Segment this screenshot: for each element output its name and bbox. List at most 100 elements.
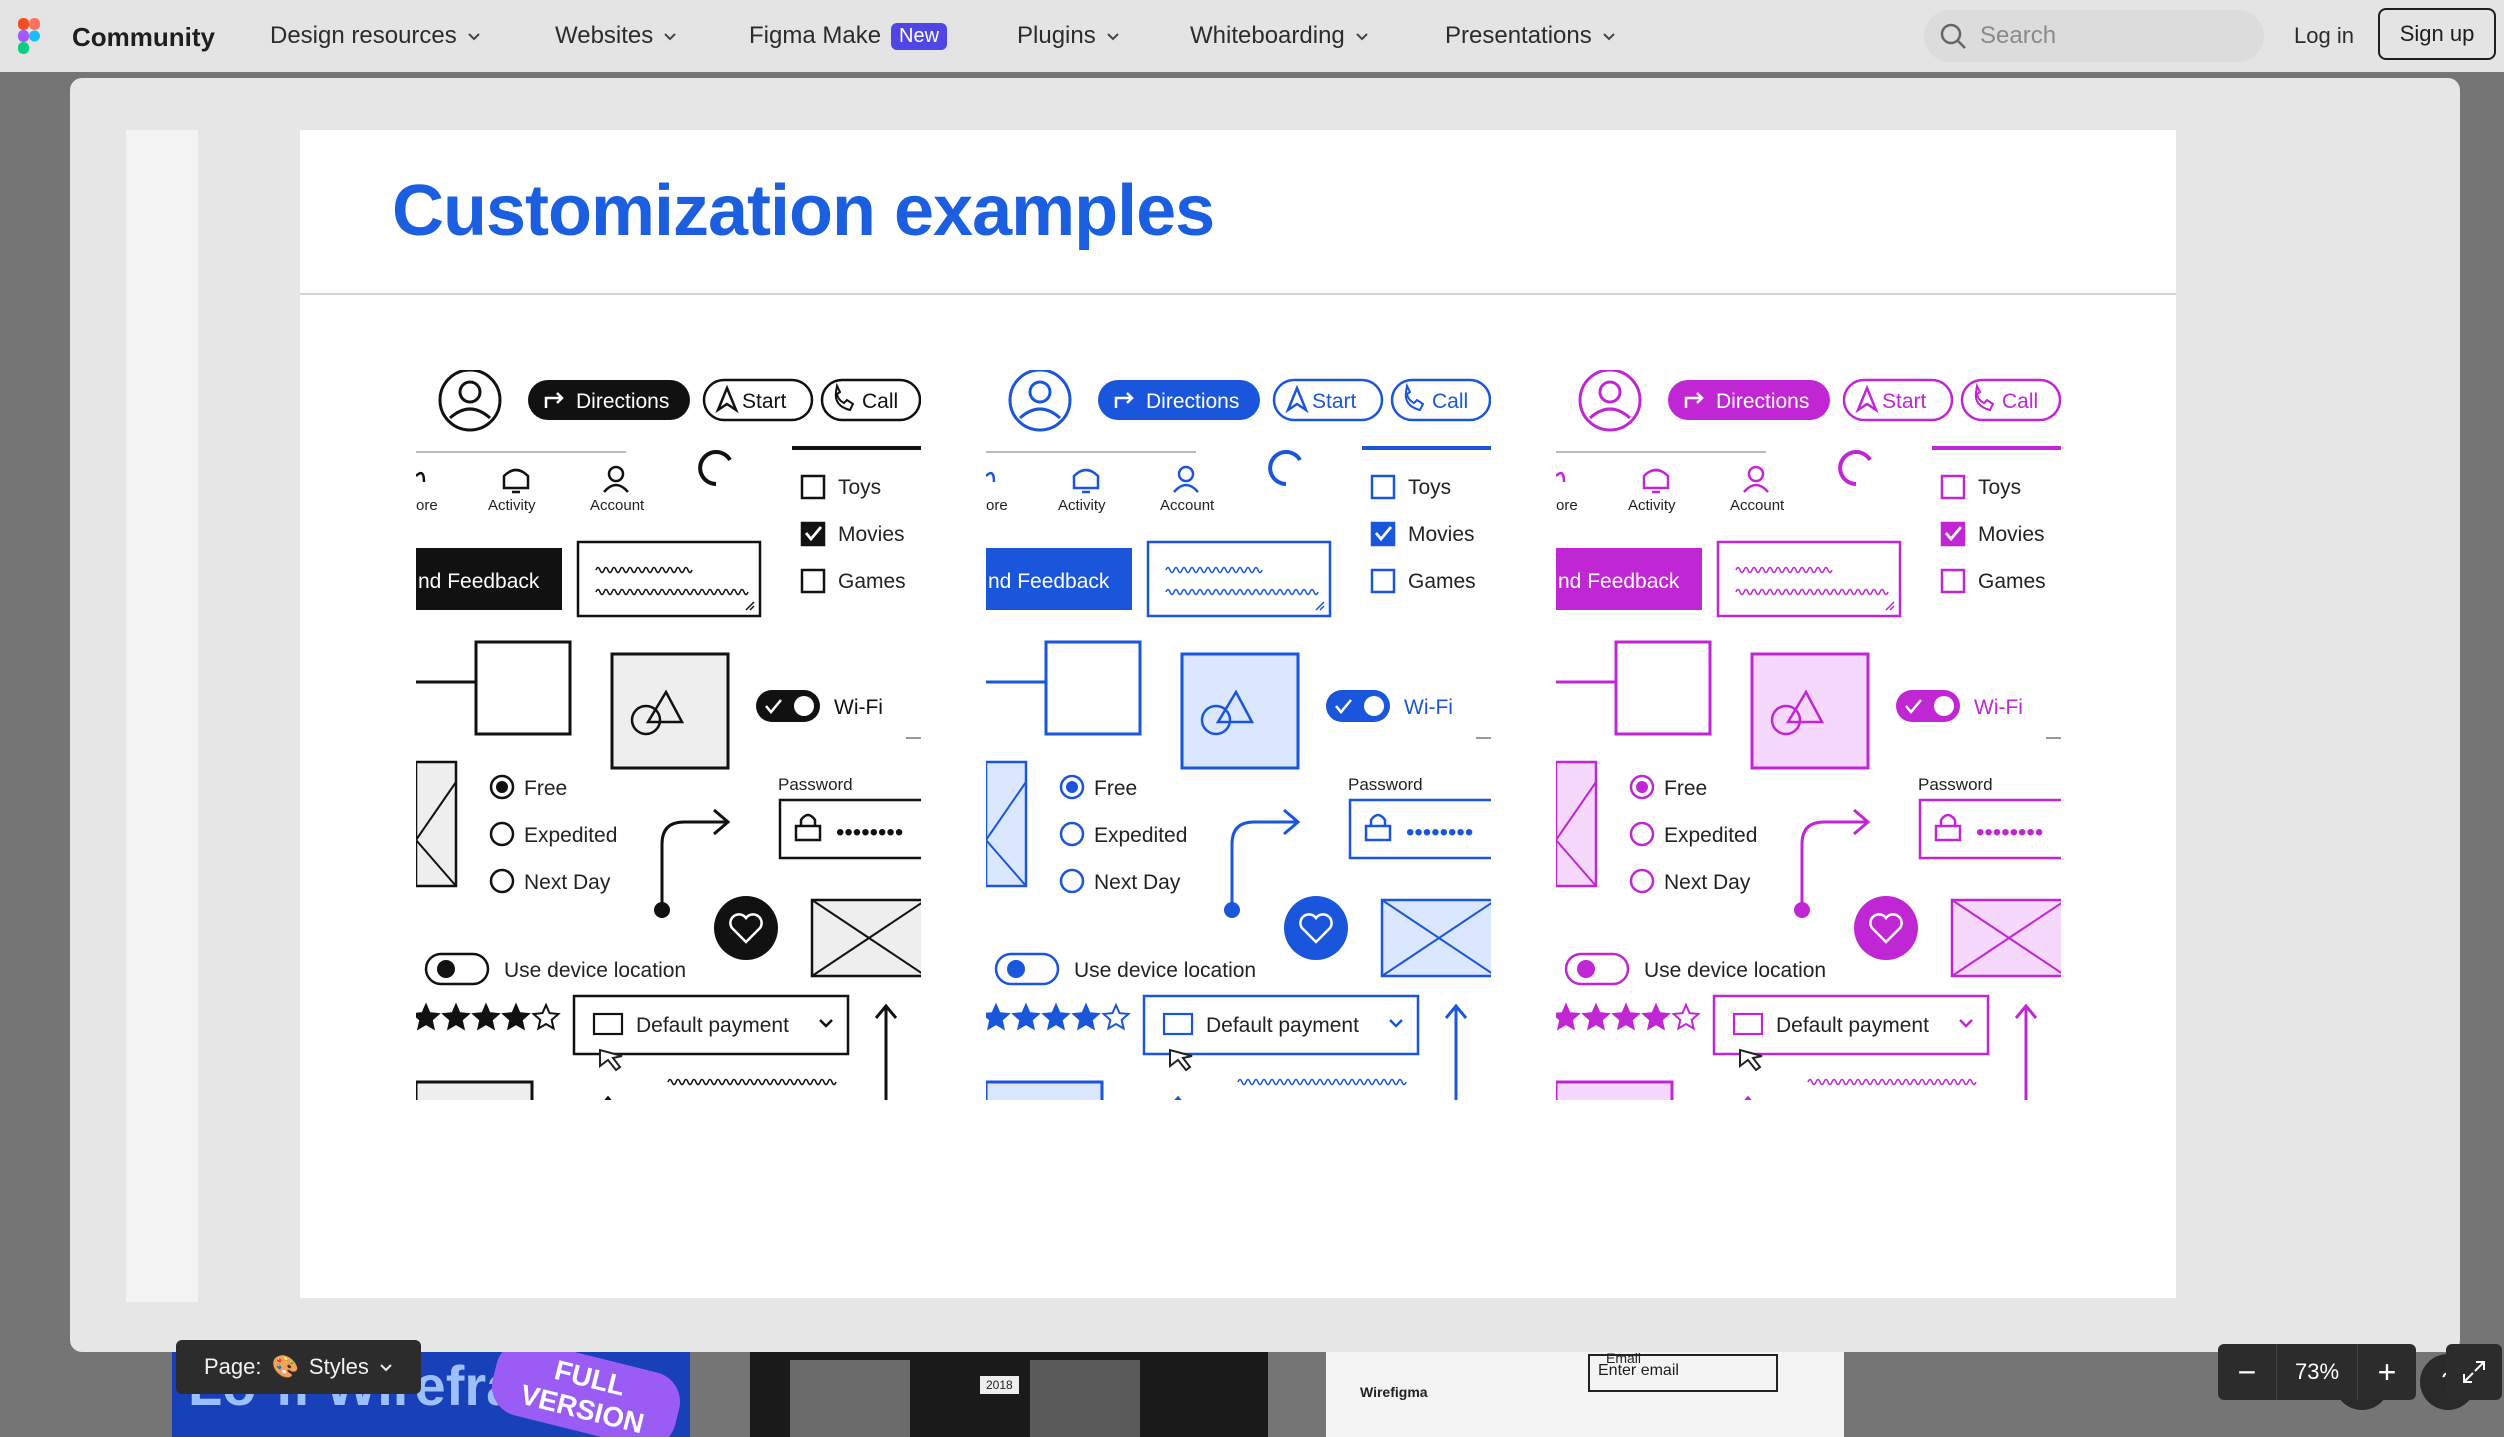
bell-icon (1072, 468, 1100, 494)
navigation-arrow-icon (1855, 384, 1879, 414)
check-icon (765, 699, 782, 714)
checkbox-toys[interactable] (1940, 474, 1966, 500)
tab-activity-label[interactable]: Activity (1058, 497, 1106, 514)
account-icon (1747, 465, 1765, 483)
signup-button[interactable]: Sign up (2378, 8, 2496, 60)
tab-activity-label[interactable]: Activity (488, 497, 536, 514)
resource-card-wirefigma[interactable]: Wirefigma Email Enter email (1326, 1350, 1844, 1437)
radio-expedited[interactable] (1629, 821, 1655, 847)
toggle-knob (794, 696, 814, 716)
community-link[interactable]: Community (72, 22, 215, 52)
star-filled-icon[interactable] (501, 1002, 531, 1031)
star-filled-icon[interactable] (1611, 1002, 1641, 1031)
tab-account-label[interactable]: Account (590, 497, 645, 514)
location-toggle[interactable] (994, 952, 1060, 986)
zoom-level[interactable]: 73% (2276, 1344, 2358, 1400)
radio-expedited[interactable] (1059, 821, 1085, 847)
feedback-button[interactable] (986, 548, 1132, 610)
chevron-down-icon (819, 1019, 833, 1028)
arrow-dot (654, 902, 670, 918)
star-filled-icon[interactable] (1041, 1002, 1071, 1031)
nav-whiteboarding[interactable]: Whiteboarding (1190, 22, 1369, 50)
feedback-button[interactable] (416, 548, 562, 610)
checkbox-toys[interactable] (800, 474, 826, 500)
search-input[interactable]: Search (1924, 10, 2264, 62)
page-selector[interactable]: Page: 🎨 Styles (176, 1340, 421, 1394)
star-empty-icon[interactable] (1101, 1002, 1131, 1031)
star-filled-icon[interactable] (1556, 1002, 1581, 1031)
star-filled-icon[interactable] (1581, 1002, 1611, 1031)
location-toggle[interactable] (1564, 952, 1630, 986)
hand-cursor-icon (1739, 1048, 1763, 1072)
use-location-label: Use device location (504, 959, 686, 982)
favorite-button[interactable] (1284, 896, 1348, 960)
favorite-button[interactable] (1854, 896, 1918, 960)
toggle-knob (437, 960, 455, 978)
toggle-knob (1934, 696, 1954, 716)
chevron-down-icon (1356, 33, 1368, 41)
star-filled-icon[interactable] (416, 1002, 441, 1031)
payment-dropdown[interactable] (572, 994, 850, 1056)
tab-activity-label[interactable]: Activity (1628, 497, 1676, 514)
start-button[interactable] (1272, 378, 1384, 422)
payment-dropdown[interactable] (1712, 994, 1990, 1056)
radio-expedited[interactable] (489, 821, 515, 847)
nav-plugins[interactable]: Plugins (1017, 22, 1120, 50)
password-field[interactable] (778, 798, 921, 860)
textarea-field[interactable] (576, 540, 762, 618)
textarea-field[interactable] (1716, 540, 1902, 618)
payment-dropdown[interactable] (1142, 994, 1420, 1056)
nav-presentations[interactable]: Presentations (1445, 22, 1616, 50)
directions-icon (1114, 392, 1134, 408)
radio-next_day[interactable] (489, 868, 515, 894)
checkbox-toys[interactable] (1370, 474, 1396, 500)
textarea-field[interactable] (1146, 540, 1332, 618)
star-filled-icon[interactable] (441, 1002, 471, 1031)
zoom-in-button[interactable]: + (2377, 1353, 2397, 1390)
checkbox-games[interactable] (1940, 568, 1966, 594)
credit-card-icon (1732, 1012, 1764, 1036)
password-field[interactable] (1918, 798, 2061, 860)
nav-design-resources[interactable]: Design resources (270, 22, 481, 50)
favorite-button[interactable] (714, 896, 778, 960)
location-toggle[interactable] (424, 952, 490, 986)
checkbox-games[interactable] (1370, 568, 1396, 594)
directions-button[interactable] (1668, 380, 1830, 420)
tab-account-label[interactable]: Account (1160, 497, 1215, 514)
call-button[interactable] (1390, 378, 1491, 422)
shape-triangle-icon (645, 689, 685, 724)
directions-button[interactable] (528, 380, 690, 420)
star-filled-icon[interactable] (1011, 1002, 1041, 1031)
call-button[interactable] (1960, 378, 2061, 422)
fullscreen-button[interactable] (2446, 1344, 2502, 1400)
login-link[interactable]: Log in (2294, 23, 2354, 48)
resource-card-portfolio[interactable]: 2018 (750, 1350, 1268, 1437)
start-button[interactable] (1842, 378, 1954, 422)
star-filled-icon[interactable] (1641, 1002, 1671, 1031)
call-button[interactable] (820, 378, 921, 422)
star-filled-icon[interactable] (986, 1002, 1011, 1031)
feedback-button[interactable] (1556, 548, 1702, 610)
navigation-arrow-icon (715, 384, 739, 414)
radio-next_day[interactable] (1059, 868, 1085, 894)
star-empty-icon[interactable] (1671, 1002, 1701, 1031)
start-button[interactable] (702, 378, 814, 422)
radio-next_day[interactable] (1629, 868, 1655, 894)
password-field[interactable] (1348, 798, 1491, 860)
star-empty-icon[interactable] (531, 1002, 561, 1031)
tab-account-label[interactable]: Account (1730, 497, 1785, 514)
bell-icon (1642, 468, 1670, 494)
figma-logo-icon[interactable] (18, 18, 40, 54)
nav-websites[interactable]: Websites (555, 22, 677, 50)
star-filled-icon[interactable] (1071, 1002, 1101, 1031)
nav-figma-make[interactable]: Figma Make New (749, 22, 948, 50)
wifi-label: Wi-Fi (1974, 696, 2023, 719)
star-filled-icon[interactable] (471, 1002, 501, 1031)
chevron-down-icon (1389, 1019, 1403, 1028)
search-icon (1940, 23, 1966, 49)
zoom-out-button[interactable]: − (2237, 1353, 2257, 1390)
directions-button[interactable] (1098, 380, 1260, 420)
checkbox-games[interactable] (800, 568, 826, 594)
